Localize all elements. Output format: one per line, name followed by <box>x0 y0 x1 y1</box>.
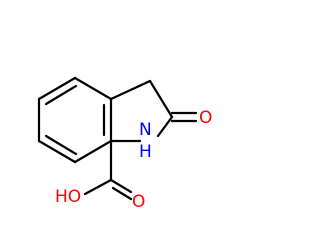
bond-carboxyl-carbon-hydroxyl <box>83 178 113 196</box>
nitrogen-label: N <box>139 120 152 140</box>
molecule-structure: O N H HO O <box>37 76 212 212</box>
acid-carbonyl-double-bond-outer <box>109 178 133 194</box>
bond-c2-n1 <box>156 115 174 138</box>
aromatic-inner-bond-c3a-c4 <box>44 84 78 106</box>
carboxylic-acid-group <box>83 139 133 201</box>
structure-canvas: O N H HO O <box>37 76 213 212</box>
lactam-ring <box>109 79 174 143</box>
bond-c3a-c3 <box>109 79 152 101</box>
bond-c6-c7 <box>73 139 113 164</box>
benzene-ring <box>37 76 113 164</box>
bond-c3a-c4 <box>37 76 77 101</box>
acid-carbonyl-double-bond-inner <box>111 186 133 201</box>
carbonyl-group <box>170 111 198 123</box>
bond-c5-c6 <box>37 139 77 164</box>
carbonyl-oxygen-label: O <box>199 108 212 128</box>
acid-oxygen-label: O <box>132 192 145 212</box>
bond-c3-c2 <box>148 79 174 119</box>
aromatic-inner-bond-c5-c6 <box>44 134 78 156</box>
nitrogen-hydrogen-label: H <box>139 142 152 162</box>
bond-c7a-c3a <box>73 76 113 101</box>
hydroxyl-label: HO <box>55 187 81 207</box>
